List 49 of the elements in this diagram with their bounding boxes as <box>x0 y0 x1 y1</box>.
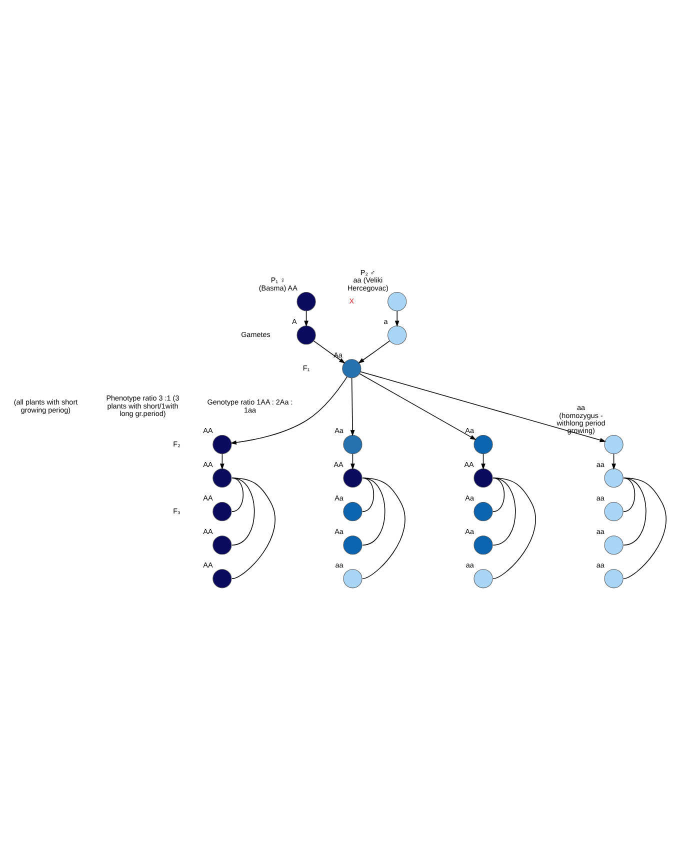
node-circle <box>212 536 232 555</box>
node-circle <box>212 502 232 522</box>
node-circle <box>604 502 624 522</box>
node-circle <box>604 468 624 488</box>
node-circle <box>474 502 493 522</box>
node-circle <box>343 536 362 555</box>
connector <box>232 478 255 546</box>
node-circle <box>474 536 493 555</box>
node-circle <box>343 434 362 454</box>
arrow <box>358 340 390 364</box>
node-circle <box>604 536 624 555</box>
arrow <box>304 310 308 327</box>
arrow <box>612 454 616 470</box>
node-circle <box>388 292 407 312</box>
connector <box>232 478 276 580</box>
node-circle <box>604 569 624 588</box>
node-circle <box>474 434 493 454</box>
connector <box>623 478 666 580</box>
node-circle <box>212 569 232 588</box>
connector <box>232 478 244 512</box>
arrow <box>230 376 348 445</box>
connector <box>623 478 646 546</box>
arrow <box>350 454 355 470</box>
node-circle <box>343 569 362 588</box>
connector <box>362 478 386 546</box>
arrow <box>359 373 476 440</box>
node-circle <box>342 359 362 378</box>
node-circle <box>343 502 362 522</box>
node-circle <box>212 434 232 454</box>
connector <box>623 478 636 512</box>
connector <box>362 478 374 512</box>
connector <box>492 478 516 546</box>
connector <box>492 478 536 580</box>
node-circle <box>474 468 493 488</box>
node-circle <box>388 326 407 345</box>
arrow <box>394 310 400 327</box>
node-circle <box>474 569 493 588</box>
arrow <box>350 378 355 436</box>
arrow <box>360 371 606 442</box>
node-circle <box>212 468 232 488</box>
node-circle <box>604 434 624 454</box>
arrow <box>220 454 224 470</box>
node-circle <box>296 292 316 312</box>
arrow <box>313 340 346 364</box>
connector <box>492 478 505 512</box>
node-circle <box>343 468 362 488</box>
node-circle <box>296 326 316 345</box>
connector <box>362 478 406 580</box>
arrow <box>481 454 486 470</box>
